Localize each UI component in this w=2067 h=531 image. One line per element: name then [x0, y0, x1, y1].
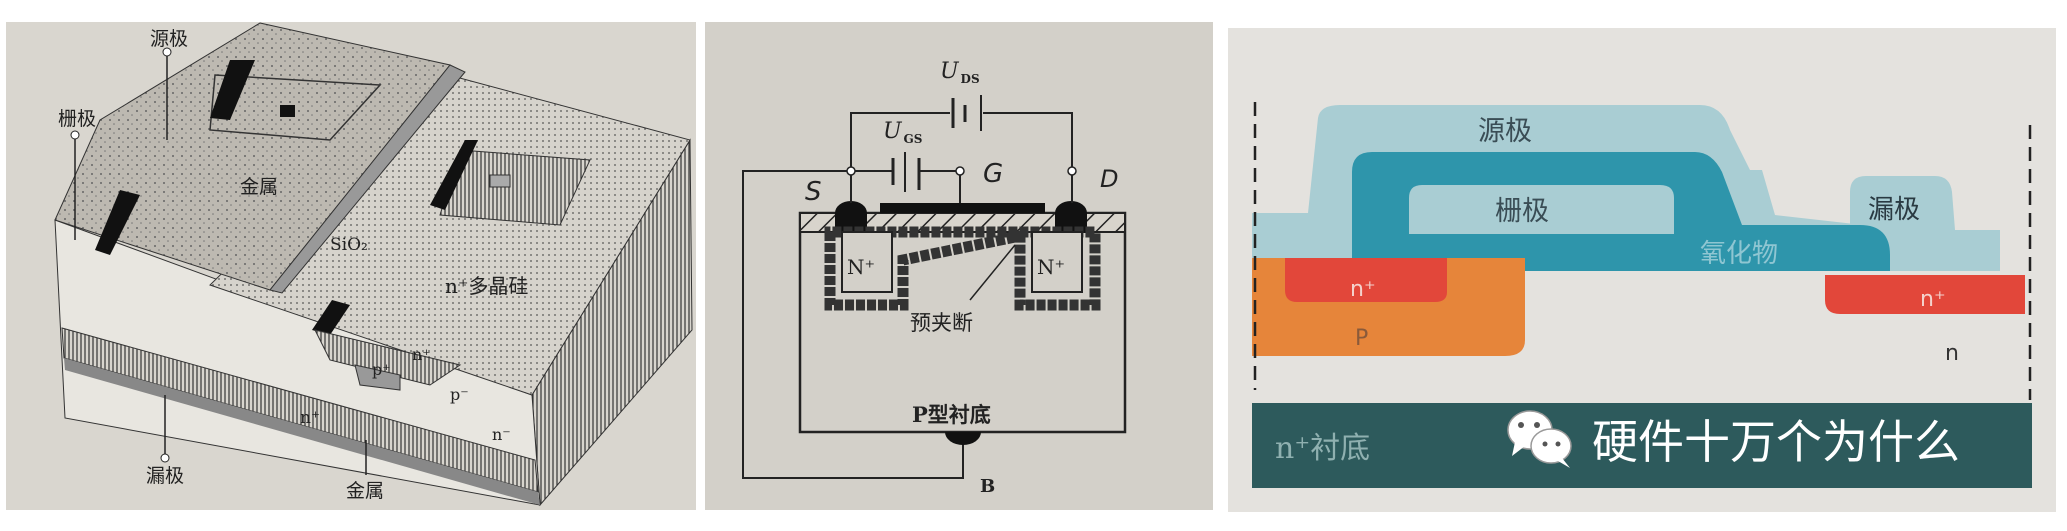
- depletion-region: [824, 226, 1101, 311]
- label-b: B: [980, 476, 995, 497]
- body-wire: [742, 170, 964, 479]
- panel-ldmos-color: n⁺衬底 源极 栅极 漏极 氧化物 n⁺ n⁺ P n: [1228, 28, 2056, 512]
- panel-vdmos-3d: 源极 栅极 金属 SiO₂ n⁺多晶硅 n⁺ p⁺ n⁺ p⁻ n⁻ 漏极 金属: [6, 22, 696, 510]
- label-s: S: [805, 177, 822, 207]
- label-g: G: [983, 159, 1003, 189]
- label-drain: 漏极: [146, 465, 184, 487]
- metal-surface: [54, 22, 451, 291]
- contact-window: [209, 74, 382, 141]
- pinchoff-pointer: [969, 244, 1016, 301]
- source-terminal: [162, 47, 172, 57]
- label-nplus-substrate: n⁺: [300, 408, 320, 428]
- label-metal-bottom: 金属: [346, 480, 384, 502]
- label-gate: 栅极: [58, 108, 96, 130]
- label-nplus-drain: N⁺: [1037, 255, 1065, 279]
- sio2-strip: [269, 64, 466, 294]
- label-d: D: [1100, 165, 1118, 193]
- contact-hole: [280, 105, 295, 117]
- label-nminus: n⁻: [492, 425, 511, 444]
- body-contact: [945, 432, 981, 445]
- contact-edge-2: [95, 190, 140, 255]
- label-drain: 漏极: [1868, 195, 1920, 225]
- substrate-layer: [1252, 403, 2032, 488]
- label-nplus-source: n⁺: [412, 345, 431, 364]
- watermark-text: 硬件十万个为什么: [1592, 415, 1960, 469]
- source-contact: [835, 201, 867, 233]
- label-metal-top: 金属: [240, 176, 278, 198]
- gate-metal: [880, 203, 1045, 213]
- label-sio2: SiO₂: [330, 235, 368, 255]
- nplus-drain-region: [1825, 275, 2025, 314]
- label-nplus-source: n⁺: [1350, 277, 1376, 302]
- cell-contact: [489, 174, 511, 188]
- label-n: n: [1945, 341, 1959, 366]
- label-pminus: p⁻: [450, 385, 469, 404]
- label-source: 源极: [1478, 116, 1532, 147]
- label-nplus-drain: n⁺: [1920, 287, 1946, 312]
- label-poly: n⁺多晶硅: [445, 274, 528, 298]
- nplus-drain-region: [1031, 231, 1083, 293]
- drain-terminal: [160, 453, 170, 463]
- cell-edge: [430, 140, 478, 210]
- nplus-source-region: [1285, 258, 1447, 302]
- label-gate: 栅极: [1495, 196, 1549, 227]
- gate-terminal: [70, 130, 80, 140]
- label-p: P: [1355, 326, 1368, 351]
- drain-contact: [1055, 201, 1087, 233]
- cell-region: [314, 329, 462, 386]
- watermark: 硬件十万个为什么: [1507, 410, 1960, 469]
- label-source: 源极: [150, 28, 188, 50]
- gate-poly: [1409, 185, 1674, 234]
- label-nplus-source: N⁺: [847, 255, 875, 279]
- gate-terminal: [955, 166, 965, 176]
- pplus-region: [354, 364, 401, 391]
- drain-terminal: [1067, 166, 1077, 176]
- label-pinchoff: 预夹断: [910, 311, 973, 335]
- panel2-background: [705, 22, 1213, 510]
- wechat-icon: [1507, 410, 1572, 468]
- cell-edge-2: [312, 300, 350, 335]
- bottom-metal-layer: [64, 358, 540, 505]
- label-substrate: P型衬底: [912, 402, 991, 427]
- nplus-source-region: [841, 231, 893, 293]
- contact-edge: [210, 60, 255, 120]
- label-oxide: 氧化物: [1700, 239, 1778, 269]
- label-pplus: p⁺: [372, 360, 391, 379]
- label-substrate: n⁺衬底: [1275, 431, 1370, 466]
- source-terminal: [846, 166, 856, 176]
